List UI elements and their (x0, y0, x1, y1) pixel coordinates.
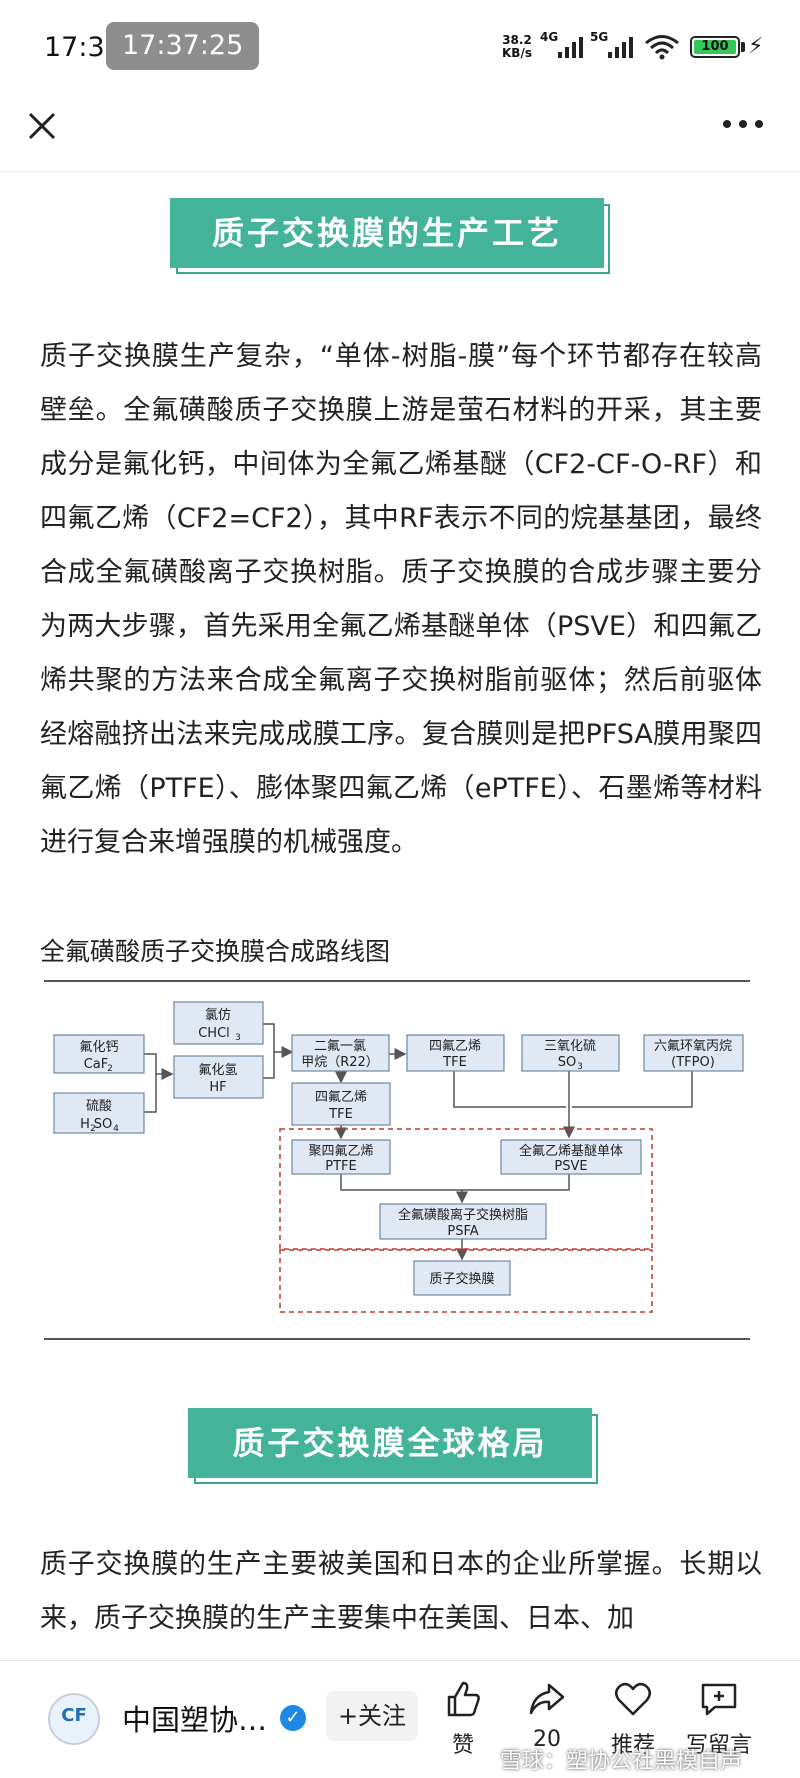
node-caf2-formula: CaF (84, 1057, 109, 1072)
signal-4g-label: 4G (540, 30, 559, 44)
section-title: 质子交换膜的生产工艺 (170, 198, 604, 268)
node-h2so4-formula: H (80, 1117, 90, 1132)
figure-caption: 全氟磺酸质子交换膜合成路线图 (40, 937, 391, 966)
like-button[interactable]: 赞 (428, 1679, 498, 1759)
node-h2so4-subscript-4: 4 (113, 1124, 119, 1134)
node-h2so4-subscript-2: 2 (90, 1124, 96, 1134)
share-button[interactable]: 20 (512, 1679, 582, 1752)
node-ptfe-abbr: PTFE (325, 1159, 356, 1174)
battery-level: 100 (694, 40, 736, 54)
recommend-label: 推荐 (610, 1733, 655, 1758)
thumbs-up-icon (447, 1681, 480, 1717)
net-speed-unit: KB/s (502, 46, 532, 60)
node-tfpo-abbr: (TFPO) (671, 1055, 715, 1070)
synthesis-route-diagram: 氟化钙 CaF 2 硫酸 H 2 SO 4 氯仿 CHCl 3 氟化氢 HF 二… (44, 980, 750, 1340)
watermark: 雪球：塑协公社黑模自声 (500, 1749, 743, 1774)
comment-label: 写留言 (685, 1733, 752, 1758)
node-h2so4-so: SO (94, 1117, 112, 1132)
section-title: 质子交换膜全球格局 (188, 1408, 592, 1478)
status-bar: 17:37 17:37:25 38.2 KB/s 4G 5G 100 ⚡ (0, 0, 800, 92)
node-psve-abbr: PSVE (554, 1159, 587, 1174)
signal-5g-label: 5G (590, 30, 609, 44)
verified-icon: ✓ (280, 1705, 306, 1731)
node-hf-formula: HF (209, 1080, 226, 1095)
battery-tip (741, 42, 745, 52)
comment-button[interactable]: 写留言 (684, 1679, 754, 1759)
avatar[interactable]: CF (48, 1693, 100, 1745)
node-psve: 全氟乙烯基醚单体 (519, 1143, 623, 1159)
node-psfa: 全氟磺酸离子交换树脂 (398, 1207, 528, 1223)
section-body-global: 质子交换膜的生产主要被美国和日本的企业所掌握。长期以来，质子交换膜的生产主要集中… (40, 1549, 762, 1634)
account-name[interactable]: 中国塑协… (122, 1703, 268, 1737)
like-label: 赞 (451, 1733, 474, 1758)
node-so3: 三氧化硫 (544, 1039, 596, 1054)
section-body-production: 质子交换膜生产复杂，“单体-树脂-膜”每个环节都存在较高壁垒。全氟磺酸质子交换膜… (40, 341, 762, 858)
node-chcl3-formula: CHCl (198, 1026, 230, 1041)
close-icon[interactable] (24, 108, 60, 144)
share-icon (529, 1683, 565, 1715)
charging-icon: ⚡ (748, 34, 764, 59)
node-so3-subscript: 3 (577, 1062, 583, 1072)
node-tfe: 四氟乙烯 (429, 1039, 481, 1054)
node-chcl3: 氯仿 (205, 1008, 231, 1023)
nav-bar (0, 92, 800, 172)
wifi-icon (645, 35, 679, 60)
node-psfa-abbr: PSFA (447, 1224, 478, 1239)
node-r22-name: 甲烷（R22） (301, 1055, 379, 1070)
heart-icon (615, 1682, 651, 1716)
comment-add-icon (701, 1683, 737, 1716)
node-chcl3-subscript: 3 (235, 1033, 241, 1043)
section-banner-production: 质子交换膜的生产工艺 (170, 198, 610, 274)
node-pem: 质子交换膜 (429, 1271, 494, 1287)
follow-button[interactable]: +关注 (326, 1691, 418, 1741)
time-overlay: 17:37:25 (106, 22, 260, 70)
node-so3-formula: SO (558, 1055, 576, 1070)
node-ptfe: 聚四氟乙烯 (308, 1144, 373, 1159)
node-tfpo: 六氟环氧丙烷 (654, 1039, 732, 1054)
node-caf2-subscript: 2 (107, 1064, 113, 1074)
net-speed: 38.2 KB/s (502, 34, 532, 60)
battery-icon: 100 (690, 36, 740, 58)
avatar-logo: CF (61, 1705, 87, 1726)
diagram-svg: 氟化钙 CaF 2 硫酸 H 2 SO 4 氯仿 CHCl 3 氟化氢 HF 二… (53, 1001, 744, 1313)
section-banner-global: 质子交换膜全球格局 (188, 1408, 598, 1484)
node-caf2: 氟化钙 (79, 1040, 118, 1055)
node-h2so4: 硫酸 (86, 1099, 112, 1114)
signal-icon (608, 37, 633, 58)
net-speed-value: 38.2 (502, 33, 532, 47)
node-tfe-2-abbr: TFE (328, 1107, 353, 1122)
recommend-button[interactable]: 推荐 (598, 1679, 668, 1759)
bottom-bar: CF 中国塑协… ✓ +关注 赞 20 推荐 写留言 雪球：塑协公社黑模自声 (0, 1660, 800, 1778)
node-r22: 二氟一氯 (314, 1039, 366, 1054)
node-tfe-2: 四氟乙烯 (315, 1090, 367, 1105)
signal-icon (558, 37, 583, 58)
node-hf: 氟化氢 (198, 1063, 237, 1078)
share-count: 20 (533, 1727, 561, 1752)
more-icon[interactable] (720, 114, 766, 134)
node-tfe-abbr: TFE (442, 1055, 467, 1070)
